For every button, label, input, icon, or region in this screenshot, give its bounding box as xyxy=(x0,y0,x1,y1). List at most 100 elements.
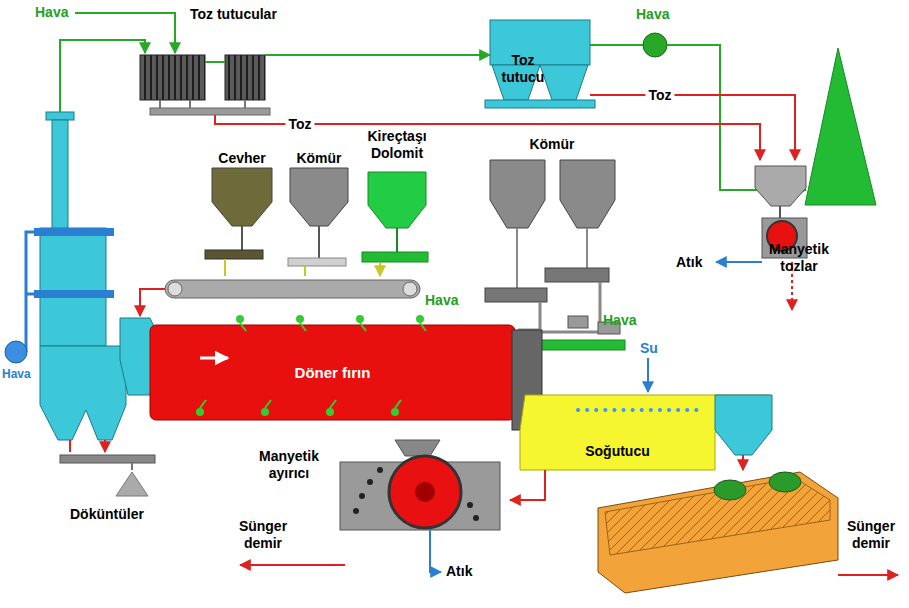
cyclone-collector xyxy=(490,20,590,65)
conveyor-belt xyxy=(165,280,420,298)
stream-label: Hava xyxy=(636,6,669,23)
dust-collectors xyxy=(140,55,270,120)
coal-hoppers xyxy=(518,282,600,332)
flow-line xyxy=(590,95,795,160)
cooler xyxy=(742,455,744,470)
air-nozzle xyxy=(196,408,204,416)
stream-label: Hava xyxy=(2,366,31,383)
cooler xyxy=(578,408,705,412)
stream-label: Su xyxy=(640,340,658,357)
magnetic-dust-separator xyxy=(755,166,806,206)
air-nozzle xyxy=(236,315,244,323)
air-nozzle xyxy=(300,323,306,331)
flow-line xyxy=(330,54,490,56)
stream-label: Kömür xyxy=(284,150,354,167)
coal-hoppers xyxy=(485,288,547,302)
rotary-kiln xyxy=(150,315,542,430)
coal-hoppers xyxy=(490,160,545,228)
preheater-tower xyxy=(34,290,114,298)
spillage xyxy=(116,472,148,496)
feed-hoppers xyxy=(225,259,380,276)
dust-collectors xyxy=(225,55,265,100)
vibrating-screen xyxy=(598,472,838,593)
stream-label: Sünger demir xyxy=(838,518,904,552)
preheater-tower xyxy=(40,228,106,346)
cyclone-collector xyxy=(485,100,595,108)
preheater-tower xyxy=(40,346,126,440)
coal-hoppers xyxy=(545,268,609,282)
air-lines xyxy=(60,40,145,112)
preheater-tower xyxy=(5,112,158,440)
coal-hoppers xyxy=(560,160,615,228)
spillage xyxy=(70,440,105,452)
magnetic-separator xyxy=(359,493,365,499)
separator-unit: Manyetik tozlar xyxy=(730,160,839,358)
dust-collectors xyxy=(150,108,270,115)
node-label: Toz tutucu xyxy=(490,52,556,86)
air-nozzle xyxy=(200,400,206,408)
node-label: Manyetik tozlar xyxy=(759,241,839,275)
air-nozzle xyxy=(326,408,334,416)
cooler xyxy=(520,358,772,470)
spillage xyxy=(60,455,155,463)
magnetic-dust-separator xyxy=(716,166,807,310)
air-nozzle xyxy=(296,315,304,323)
magnetic-separator xyxy=(353,508,359,514)
air-nozzle xyxy=(356,315,364,323)
node-label: Manyetik ayırıcı xyxy=(244,448,334,482)
coal-hoppers xyxy=(568,316,588,328)
magnetic-separator xyxy=(240,440,500,572)
feed-hoppers xyxy=(362,252,428,262)
magnetic-separator xyxy=(389,456,461,528)
air-nozzle xyxy=(330,400,336,408)
air-lines xyxy=(590,44,643,46)
spillage xyxy=(131,463,133,470)
magnetic-separator xyxy=(430,530,441,572)
feed-hoppers xyxy=(212,168,272,226)
preheater-tower xyxy=(5,341,27,363)
cooler-body: Soğutucu xyxy=(520,432,715,470)
air-nozzle xyxy=(420,323,426,331)
stream-label: Hava xyxy=(425,292,458,309)
magnetic-separator xyxy=(395,440,440,456)
feed-hoppers xyxy=(318,226,320,258)
cooler xyxy=(647,358,649,392)
air-nozzle xyxy=(416,315,424,323)
stack xyxy=(805,48,876,205)
air-nozzle xyxy=(240,323,246,331)
node-label: Döner fırın xyxy=(295,364,371,381)
air-nozzle xyxy=(196,315,426,416)
air-lines xyxy=(205,55,330,62)
stream-label: Cevher xyxy=(207,150,277,167)
flow-line xyxy=(510,470,545,500)
vibrating-screen xyxy=(838,574,898,576)
conveyor-belt xyxy=(168,282,182,296)
stream-label: Atık xyxy=(446,563,472,580)
feed-hoppers xyxy=(368,172,426,228)
dust-collectors xyxy=(160,100,245,108)
feed-hoppers xyxy=(290,168,348,226)
conveyor-belt xyxy=(140,280,420,316)
stream-label: Kireçtaşı Dolomit xyxy=(357,128,437,162)
conveyor-belt xyxy=(140,289,165,316)
feed-hoppers xyxy=(205,168,428,276)
dust-collectors xyxy=(214,115,216,120)
magnetic-separator xyxy=(240,564,345,566)
feed-hoppers xyxy=(396,228,398,252)
stream-label: Sünger demir xyxy=(228,518,298,552)
stream-label: Atık xyxy=(676,254,702,271)
air-nozzle xyxy=(360,323,366,331)
stack xyxy=(805,48,876,205)
preheater-tower xyxy=(26,232,34,352)
magnetic-dust-separator xyxy=(716,261,762,263)
magnetic-separator xyxy=(467,502,473,508)
air-nozzle xyxy=(391,408,399,416)
vibrating-screen xyxy=(714,480,746,500)
spillage xyxy=(60,440,155,496)
magnetic-separator xyxy=(377,467,383,473)
air-nozzle xyxy=(261,408,269,416)
air-nozzle xyxy=(265,400,271,408)
air-lines xyxy=(60,13,806,190)
